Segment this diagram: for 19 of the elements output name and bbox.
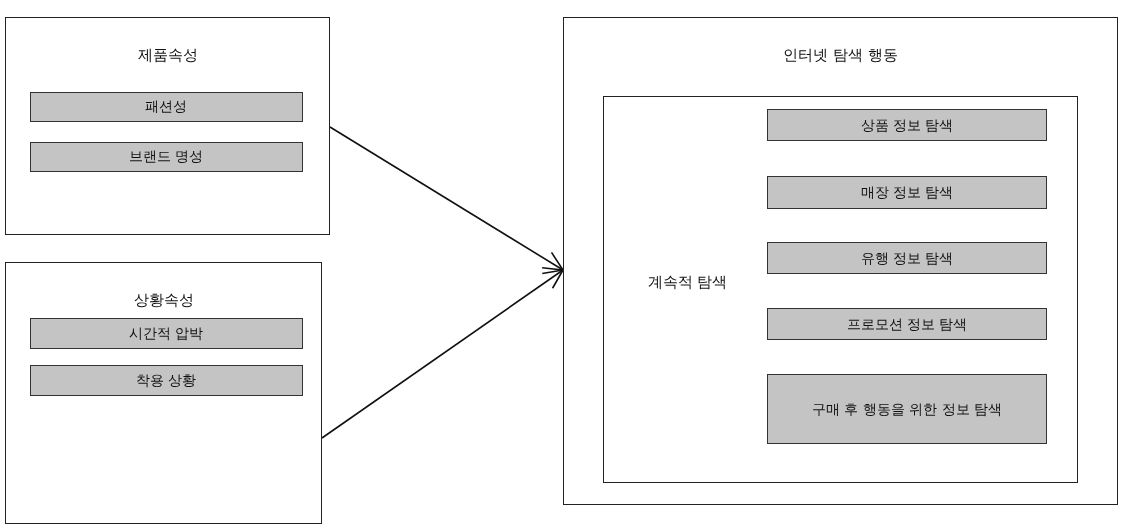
attribute-box: 상품 정보 탐색 <box>767 109 1047 141</box>
box-title: 상황속성 <box>132 291 195 310</box>
box-title: 제품속성 <box>136 46 199 65</box>
arrow <box>329 126 564 271</box>
attribute-box: 프로모션 정보 탐색 <box>767 308 1047 340</box>
category-box <box>5 262 322 524</box>
attribute-box: 유행 정보 탐색 <box>767 242 1047 274</box>
attribute-box: 매장 정보 탐색 <box>767 176 1047 209</box>
group-box <box>602 95 1078 483</box>
attribute-box: 패션성 <box>29 91 303 122</box>
attribute-box: 구매 후 행동을 위한 정보 탐색 <box>767 374 1047 444</box>
attribute-box: 시간적 압박 <box>29 317 303 349</box>
box-title: 인터넷 탐색 행동 <box>782 46 899 65</box>
category-box <box>563 17 1118 505</box>
attribute-box: 착용 상황 <box>29 364 303 396</box>
attribute-box: 브랜드 명성 <box>29 141 303 172</box>
arrow <box>321 269 564 439</box>
group-label: 계속적 탐색 <box>647 272 728 292</box>
category-box <box>5 17 330 235</box>
